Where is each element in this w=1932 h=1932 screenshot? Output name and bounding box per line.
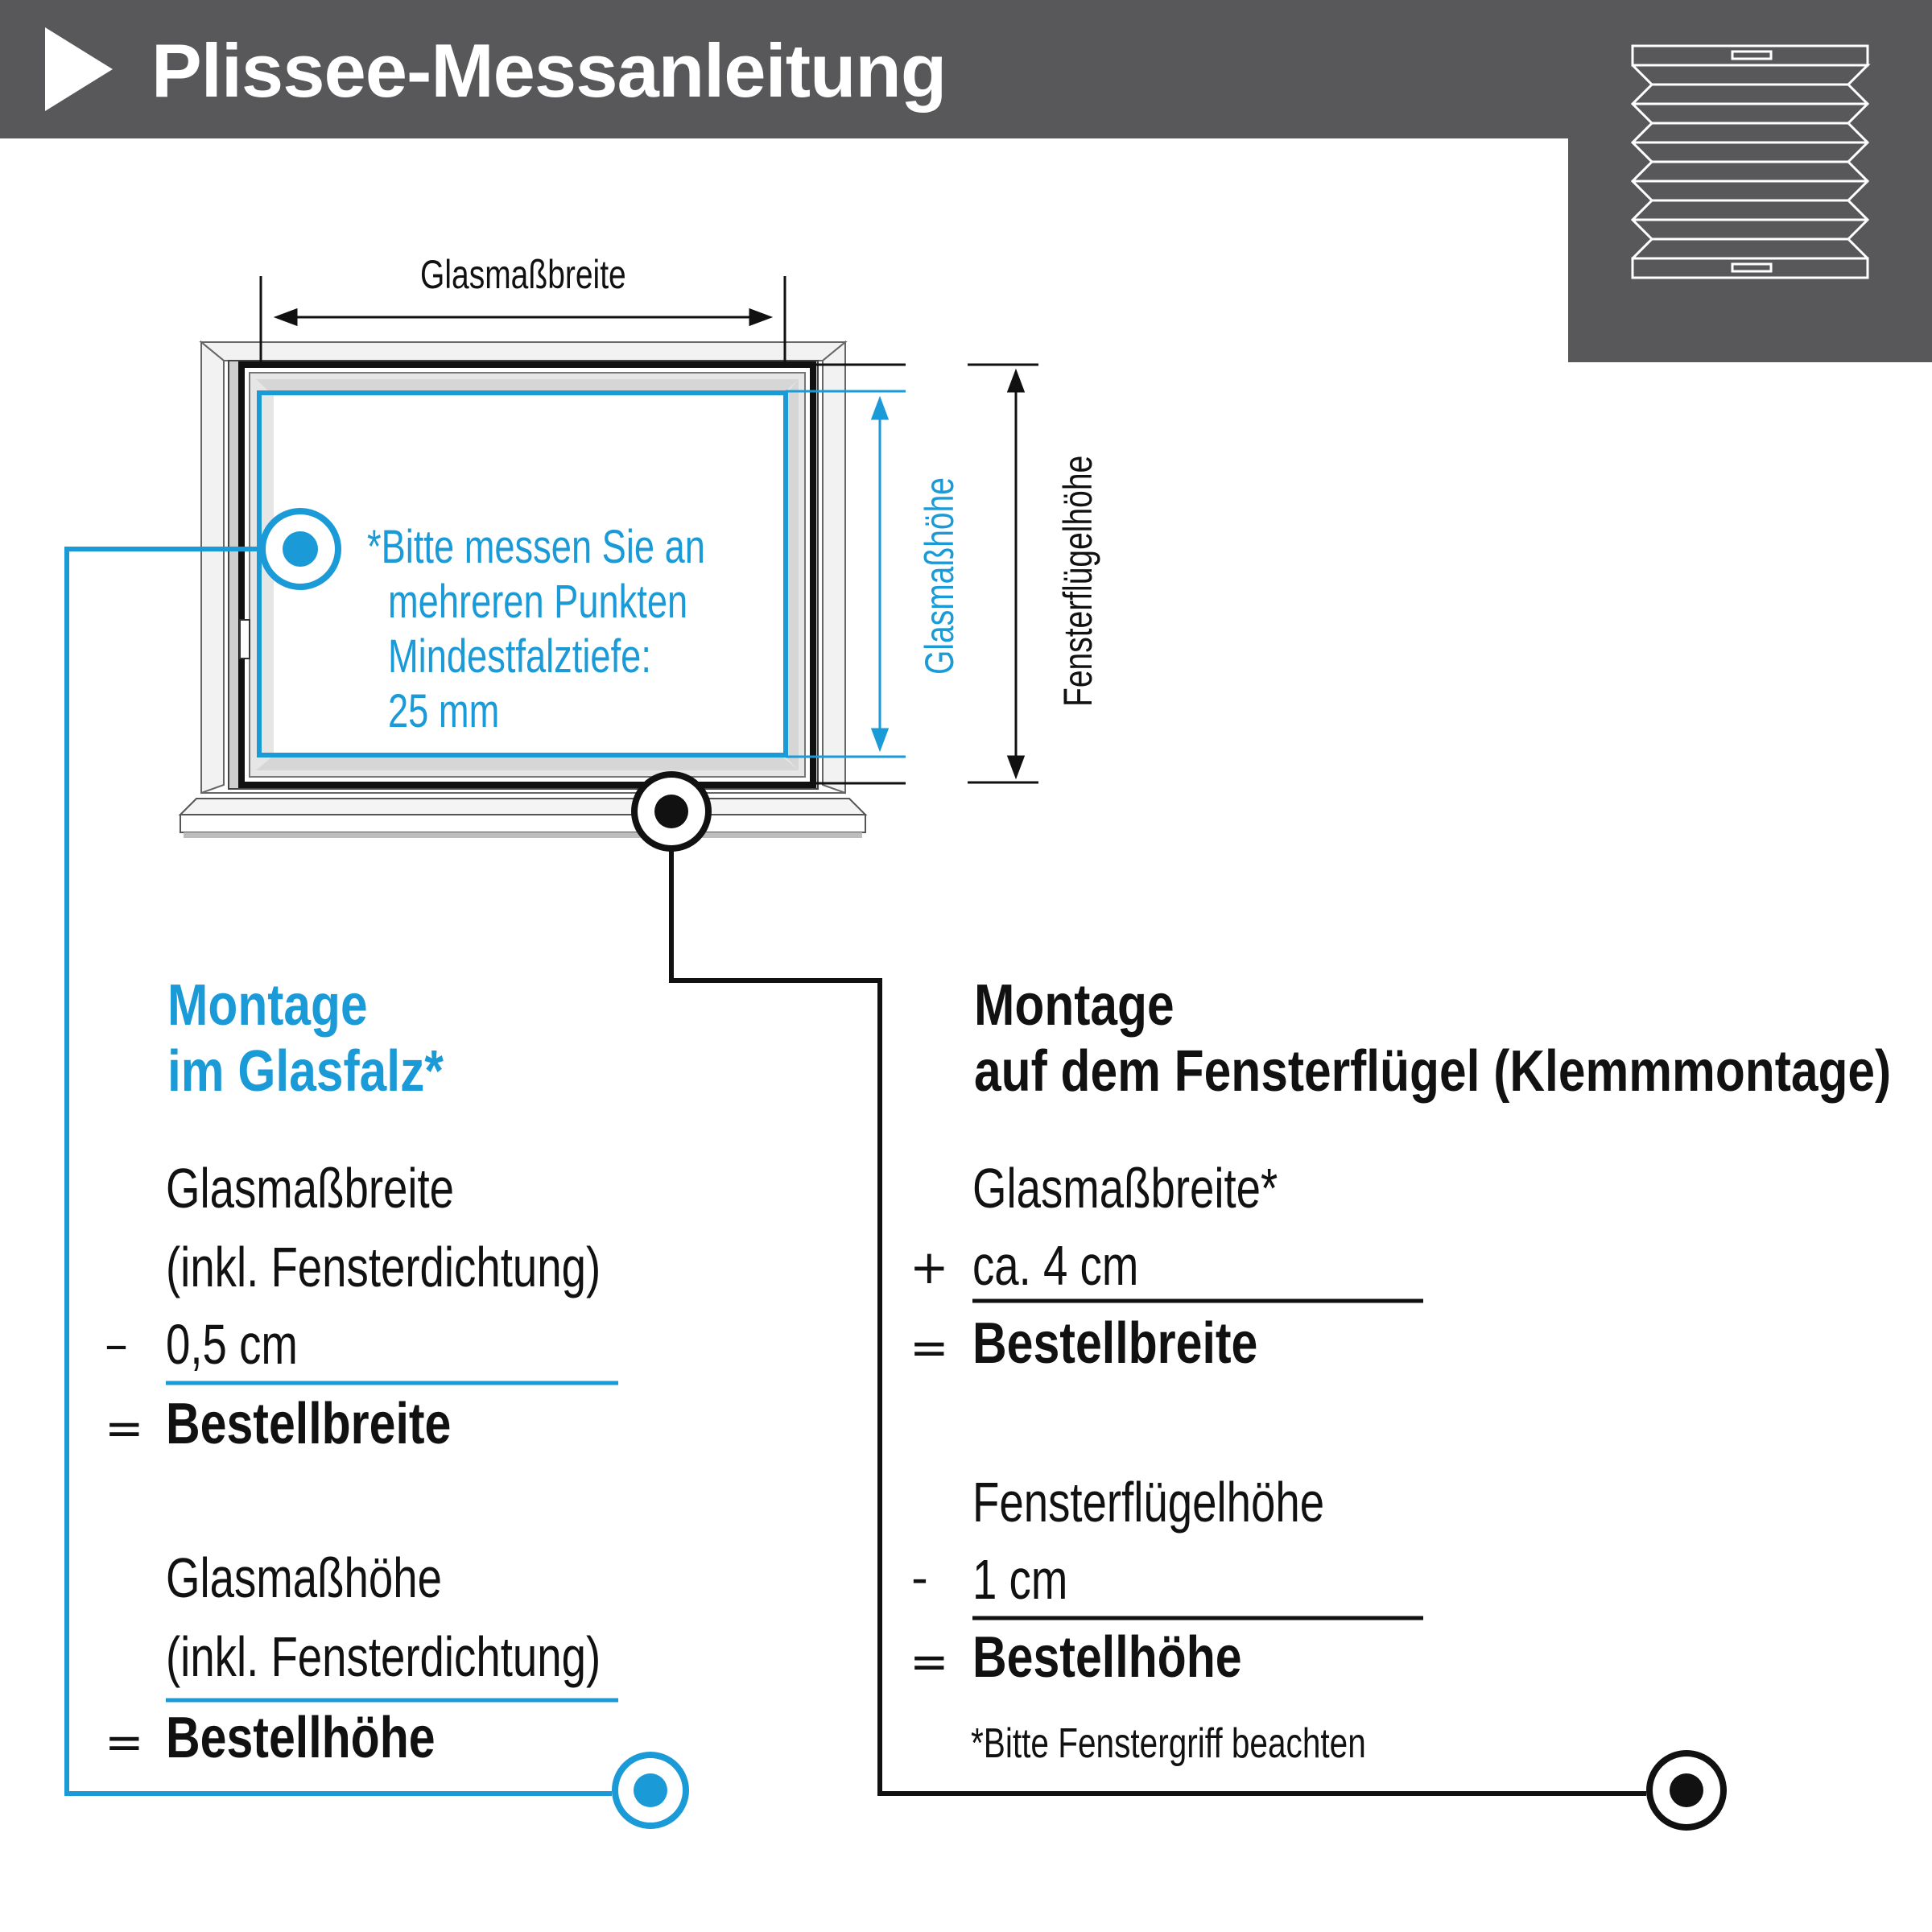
right-title-line-1: Montage bbox=[974, 973, 1174, 1038]
header-extension bbox=[1568, 138, 1932, 362]
window-frame bbox=[178, 340, 868, 838]
right-height-result: Bestellhöhe bbox=[972, 1625, 1242, 1690]
left-height-line-1: Glasmaßhöhe bbox=[166, 1546, 442, 1609]
right-height-line-1: Fensterflügelhöhe bbox=[972, 1471, 1325, 1534]
sash-height-label: Fensterflügelhöhe bbox=[1055, 455, 1100, 707]
note-line-1: *Bitte messen Sie an bbox=[367, 521, 705, 573]
left-title-line-2: im Glasfalz* bbox=[167, 1039, 444, 1104]
glass-width-dimension bbox=[259, 276, 786, 366]
left-title-line-1: Montage bbox=[167, 973, 368, 1038]
right-width-line-1: Glasmaßbreite* bbox=[972, 1157, 1278, 1220]
right-minus-operator: - bbox=[911, 1550, 928, 1605]
pleated-blind-icon bbox=[1630, 44, 1871, 279]
right-height-value: 1 cm bbox=[972, 1548, 1068, 1611]
glass-height-dimension bbox=[786, 390, 906, 758]
note-line-2: mehreren Punkten bbox=[388, 576, 688, 628]
right-width-result: Bestellbreite bbox=[972, 1311, 1258, 1376]
left-minus-operator: – bbox=[105, 1317, 128, 1372]
right-height-equals: = bbox=[910, 1634, 949, 1689]
right-footnote: *Bitte Fenstergriff beachten bbox=[971, 1720, 1366, 1767]
glasfalz-connector bbox=[64, 508, 689, 1829]
right-title-line-2: auf dem Fensterflügel (Klemmmontage) bbox=[974, 1039, 1892, 1104]
left-width-result: Bestellbreite bbox=[166, 1392, 452, 1456]
left-height-equals: = bbox=[105, 1715, 144, 1769]
page-title: Plissee-Messanleitung bbox=[151, 28, 947, 113]
left-width-value: 0,5 cm bbox=[166, 1313, 298, 1376]
glass-height-label: Glasmaßhöhe bbox=[917, 477, 962, 675]
left-height-line-2: (inkl. Fensterdichtung) bbox=[166, 1625, 601, 1688]
play-triangle-icon bbox=[45, 27, 113, 111]
note-line-4: 25 mm bbox=[388, 685, 500, 737]
glass-width-label: Glasmaßbreite bbox=[420, 252, 626, 297]
right-plus-operator: + bbox=[910, 1240, 949, 1294]
left-height-result: Bestellhöhe bbox=[166, 1706, 436, 1770]
right-width-equals: = bbox=[910, 1320, 949, 1375]
left-width-line-1: Glasmaßbreite bbox=[166, 1157, 455, 1220]
right-width-value: ca. 4 cm bbox=[972, 1234, 1139, 1297]
left-width-line-2: (inkl. Fensterdichtung) bbox=[166, 1236, 601, 1298]
glass-area-outline bbox=[257, 390, 788, 758]
left-width-equals: = bbox=[105, 1401, 144, 1455]
header-bar bbox=[0, 0, 1932, 138]
note-line-3: Mindestfalztiefe: bbox=[388, 630, 651, 683]
sash-height-dimension bbox=[813, 363, 1038, 785]
klemmmontage-connector bbox=[631, 771, 1727, 1831]
